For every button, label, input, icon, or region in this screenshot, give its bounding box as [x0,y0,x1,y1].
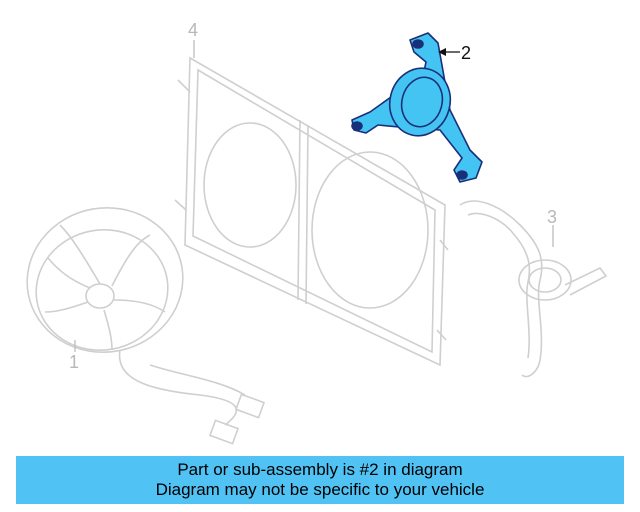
parts-diagram [26,32,608,445]
banner-line-2: Diagram may not be specific to your vehi… [155,480,485,499]
fan-shroud [174,56,449,367]
callout-leaders [74,40,554,352]
callout-2: 2 [461,43,472,63]
cooling-fan [26,207,266,445]
fan-bracket-highlighted [351,32,483,183]
info-banner: Part or sub-assembly is #2 in diagram Di… [16,456,624,504]
banner-line-1: Part or sub-assembly is #2 in diagram [177,460,463,479]
callout-1: 1 [69,352,80,372]
coolant-hose [459,200,608,378]
callout-3: 3 [547,207,558,227]
callout-4: 4 [188,20,199,40]
